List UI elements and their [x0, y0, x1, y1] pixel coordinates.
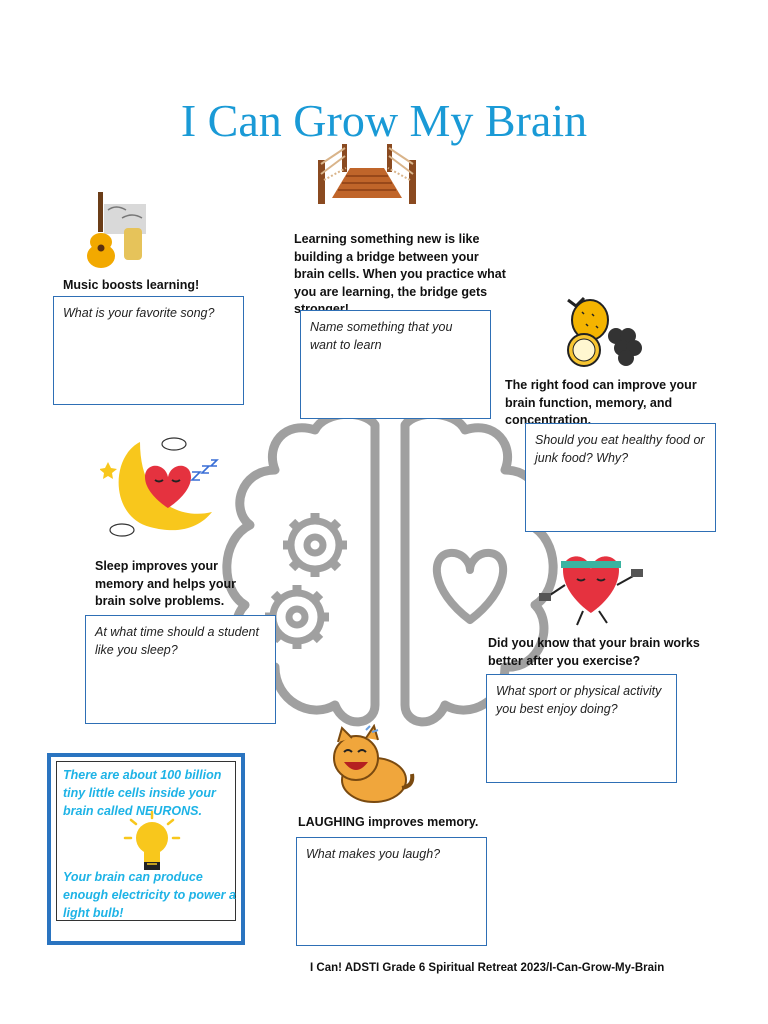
- sleep-answer-box[interactable]: At what time should a student like you s…: [85, 615, 276, 724]
- fact-box: There are about 100 billion tiny little …: [47, 753, 245, 945]
- laughing-cat-icon: [333, 724, 415, 803]
- food-answer-box[interactable]: Should you eat healthy food or junk food…: [525, 423, 716, 532]
- sleep-caption: Sleep improves your memory and helps you…: [95, 559, 237, 608]
- page-footer: I Can! ADSTI Grade 6 Spiritual Retreat 2…: [310, 962, 665, 974]
- neurons-fact: There are about 100 billion tiny little …: [63, 768, 222, 818]
- fruit-icon: [567, 296, 642, 367]
- laugh-answer-box[interactable]: What makes you laugh?: [296, 837, 487, 946]
- light-bulb-icon: [123, 810, 181, 870]
- sleeping-heart-icon: [100, 437, 219, 537]
- bridge-icon: [318, 144, 416, 204]
- bridge-caption: Learning something new is like building …: [294, 232, 506, 316]
- song-question: What is your favorite song?: [63, 306, 215, 320]
- heart-icon: [433, 548, 507, 624]
- fact-box-inner: There are about 100 billion tiny little …: [56, 761, 236, 921]
- laugh-question: What makes you laugh?: [306, 847, 441, 861]
- exercise-question: What sport or physical activity you best…: [496, 684, 662, 716]
- song-answer-box[interactable]: What is your favorite song?: [53, 296, 244, 405]
- sleep-question: At what time should a student like you s…: [95, 625, 259, 657]
- electricity-fact: Your brain can produce enough electricit…: [63, 870, 236, 920]
- laugh-caption: LAUGHING improves memory.: [298, 815, 479, 829]
- exercise-caption: Did you know that your brain works bette…: [488, 636, 700, 668]
- guitar-music-icon: [87, 192, 146, 268]
- gear-icon: [283, 513, 347, 577]
- music-caption: Music boosts learning!: [63, 278, 200, 292]
- food-caption: The right food can improve your brain fu…: [505, 378, 697, 427]
- page-title: I Can Grow My Brain: [180, 95, 588, 146]
- food-question: Should you eat healthy food or junk food…: [535, 433, 705, 465]
- exercising-heart-icon: [539, 556, 643, 626]
- learn-answer-box[interactable]: Name something that you want to learn: [300, 310, 491, 419]
- learn-question: Name something that you want to learn: [310, 320, 453, 352]
- exercise-answer-box[interactable]: What sport or physical activity you best…: [486, 674, 677, 783]
